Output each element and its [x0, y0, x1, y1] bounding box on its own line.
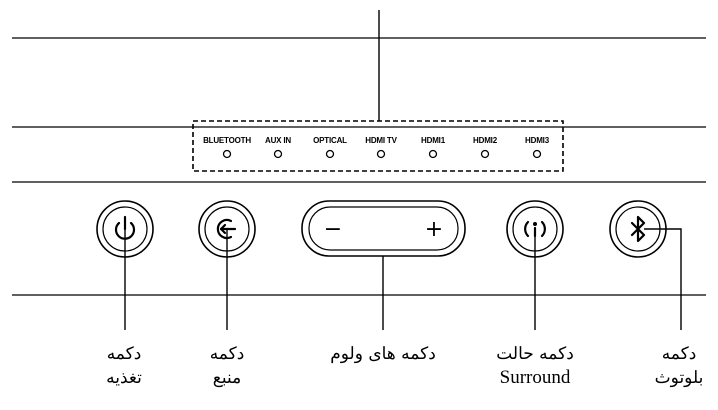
source-callout: دکمه منبع [190, 342, 264, 390]
indicator-label-hdmi2: HDMI2 [473, 136, 498, 145]
panel-edges [12, 37, 706, 296]
indicator-label-bluetooth: BLUETOOTH [203, 136, 251, 145]
volume-down-button[interactable]: − [324, 217, 342, 242]
power-callout-line2: تغذیه [106, 368, 142, 388]
indicator-led-hdmi1 [428, 149, 438, 159]
power-callout-line1: دکمه [106, 344, 142, 364]
surround-callout: دکمه حالت Surround [480, 342, 590, 390]
indicator-led-aux-in [273, 149, 283, 159]
bluetooth-leader-line [644, 228, 682, 330]
surround-callout-line1: دکمه حالت [496, 344, 574, 364]
indicator-led-optical [325, 149, 335, 159]
indicator-label-hdmi-tv: HDMI TV [365, 136, 397, 145]
volume-up-button[interactable]: + [425, 217, 443, 242]
surround-callout-line2: Surround [499, 367, 571, 388]
indicator-led-hdmi3 [532, 149, 542, 159]
source-callout-line1: دکمه [209, 344, 245, 364]
volume-callout-line1: دکمه های ولوم [330, 344, 436, 364]
indicator-led-hdmi-tv [376, 149, 386, 159]
power-callout: دکمه تغذیه [92, 342, 156, 390]
bluetooth-icon [630, 215, 646, 243]
indicator-row: BLUETOOTH AUX IN OPTICAL HDMI TV HDMI1 H… [203, 136, 550, 159]
indicator-label-hdmi3: HDMI3 [525, 136, 550, 145]
indicator-label-hdmi1: HDMI1 [421, 136, 446, 145]
indicator-led-hdmi2 [480, 149, 490, 159]
source-callout-line2: منبع [212, 368, 242, 388]
callout-leaders [124, 228, 682, 330]
indicator-label-aux-in: AUX IN [265, 136, 291, 145]
bluetooth-callout: دکمه بلوتوث [642, 342, 716, 390]
volume-callout: دکمه های ولوم [316, 342, 450, 366]
indicator-label-optical: OPTICAL [313, 136, 347, 145]
indicator-group-box [192, 120, 564, 172]
indicator-led-bluetooth [222, 149, 232, 159]
bluetooth-callout-line2: بلوتوث [654, 368, 704, 388]
bluetooth-callout-line1: دکمه [661, 344, 697, 364]
